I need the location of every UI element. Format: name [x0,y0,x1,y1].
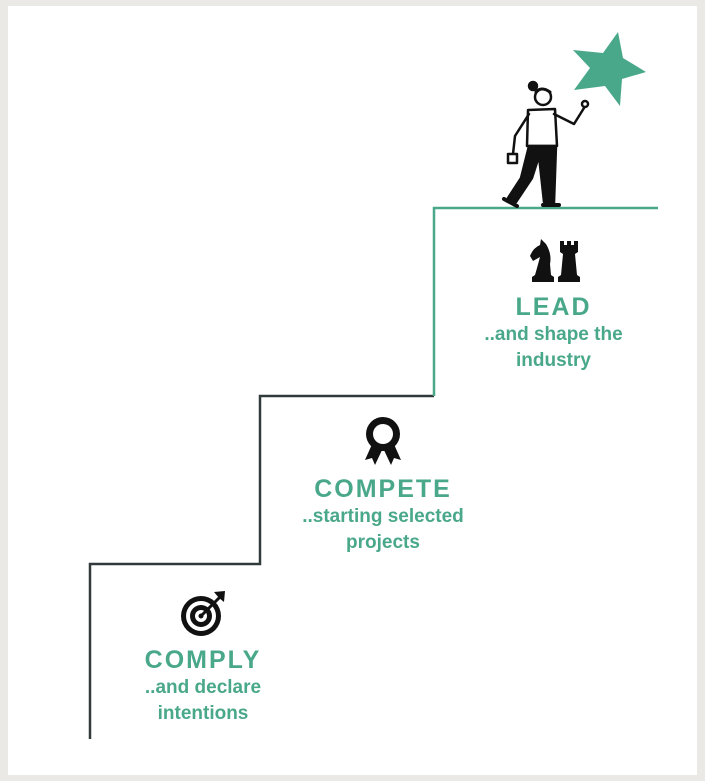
step-subtitle-line: intentions [157,703,249,724]
step-subtitle-line: projects [346,532,420,553]
step-title: COMPLY [144,646,262,674]
step-lead: LEAD ..and shape the industry [456,236,651,374]
star-icon [573,32,646,106]
staircase-line-accent [432,206,658,396]
step-subtitle-line: industry [516,350,591,371]
diagram-card: COMPLY ..and declare intentions COMPETE … [8,6,697,775]
step-subtitle-line: ..starting selected [302,506,464,527]
step-subtitle-line: ..and shape the [484,324,623,345]
target-icon [181,591,225,636]
step-title: LEAD [515,293,592,321]
person-reaching-icon [502,80,590,208]
chess-pieces-icon [529,239,580,282]
award-ribbon-icon [365,417,401,465]
step-comply: COMPLY ..and declare intentions [103,589,303,727]
staircase-line-dark [88,394,434,739]
step-title: COMPETE [314,475,452,503]
step-subtitle-line: ..and declare [144,677,262,698]
staircase [88,32,658,739]
step-compete: COMPETE ..starting selected projects [268,416,498,556]
